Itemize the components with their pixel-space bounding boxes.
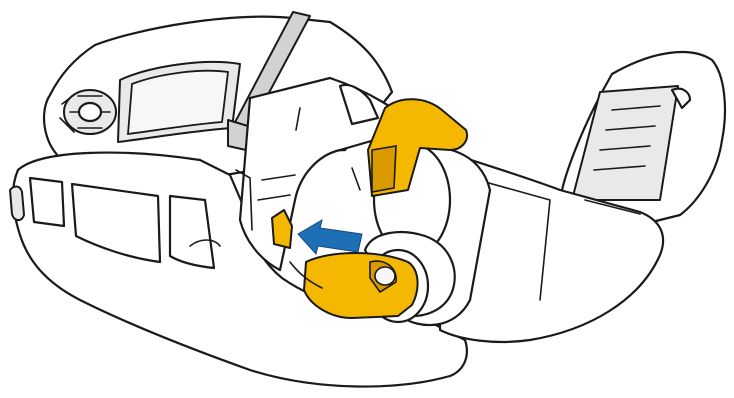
push-arrow-icon (298, 220, 362, 254)
directional-keypad (64, 90, 116, 134)
